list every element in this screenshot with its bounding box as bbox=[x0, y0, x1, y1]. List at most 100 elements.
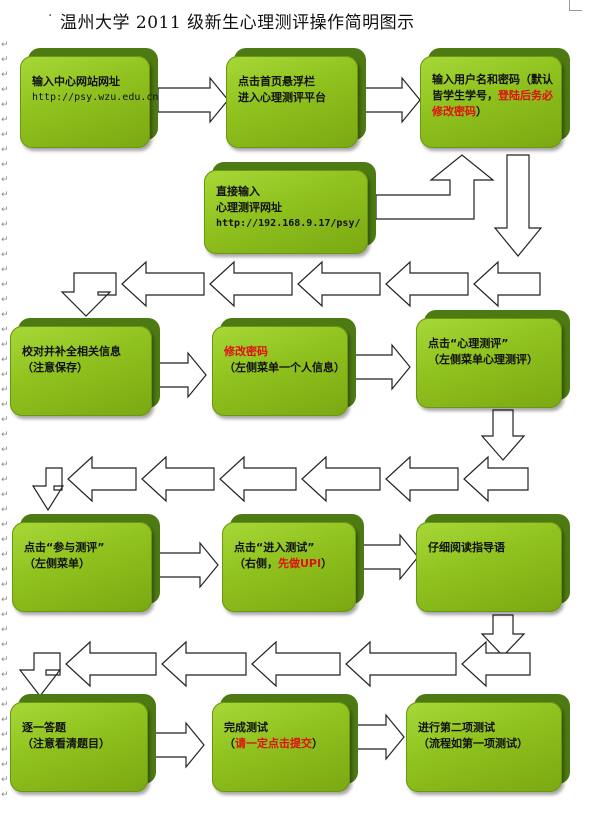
paragraph-mark-icon: ↵ bbox=[1, 565, 9, 575]
paragraph-mark-icon: ↵ bbox=[1, 475, 9, 485]
paragraph-mark-icon: ↵ bbox=[1, 115, 9, 125]
paragraph-mark-icon: ↵ bbox=[1, 100, 9, 110]
paragraph-mark-icon: ↵ bbox=[1, 385, 9, 395]
step-text: 心理测评网址 bbox=[216, 201, 282, 214]
arrow-left bbox=[67, 455, 137, 503]
arrow-right bbox=[363, 76, 421, 124]
arrow-left bbox=[219, 455, 297, 503]
paragraph-mark-icon: ↵ bbox=[1, 580, 9, 590]
paragraph-mark-icon: ↵ bbox=[1, 55, 9, 65]
step-text: 直接输入 bbox=[216, 185, 260, 198]
paragraph-mark-icon: ↵ bbox=[1, 775, 9, 785]
step-text: （注意看清题目） bbox=[22, 737, 110, 750]
paragraph-mark-icon: ↵ bbox=[1, 160, 9, 170]
arrow-right bbox=[351, 343, 411, 391]
step-box-read-guide: 仔细阅读指导语 bbox=[416, 514, 570, 612]
paragraph-mark-icon: ↵ bbox=[1, 445, 9, 455]
paragraph-mark-icon: ↵ bbox=[1, 175, 9, 185]
paragraph-mark-icon: ↵ bbox=[1, 715, 9, 725]
step-text: 点击首页悬浮栏 bbox=[238, 75, 315, 88]
step-text: （流程如第一项测试） bbox=[418, 737, 528, 750]
step-text: 点击“参与测评” bbox=[24, 541, 105, 554]
step-box-answer-questions: 逐一答题 （注意看清题目） bbox=[10, 694, 156, 792]
arrow-right bbox=[349, 713, 405, 761]
step-text: 点击“心理测评” bbox=[428, 337, 509, 350]
step-box-enter-test: 点击“进入测试” （右侧，先做UPI） bbox=[222, 514, 364, 612]
arrow-left bbox=[297, 260, 381, 308]
arrow-right bbox=[361, 533, 419, 581]
arrow-right bbox=[157, 351, 207, 399]
arrow-left bbox=[65, 640, 157, 688]
step-text: （注意保存） bbox=[22, 361, 88, 374]
step-text: 进入心理测评平台 bbox=[238, 91, 326, 104]
paragraph-mark-icon: ↵ bbox=[1, 400, 9, 410]
step-text: 输入中心网站网址 bbox=[32, 75, 120, 88]
paragraph-mark-icon: ↵ bbox=[1, 355, 9, 365]
step-warning: 修改密码 bbox=[224, 345, 268, 358]
arrow-down bbox=[480, 614, 526, 657]
paragraph-mark-icon: ↵ bbox=[1, 610, 9, 620]
step-text: （左侧菜单心理测评） bbox=[428, 353, 538, 366]
arrow-left bbox=[461, 640, 531, 688]
paragraph-mark-icon: ↵ bbox=[1, 295, 9, 305]
paragraph-mark-icon: ↵ bbox=[1, 340, 9, 350]
paragraph-mark-icon: ↵ bbox=[1, 595, 9, 605]
step-text: 进行第二项测试 bbox=[418, 721, 495, 734]
step-text: ） bbox=[321, 557, 333, 570]
step-warning: 请一定点击提交 bbox=[235, 737, 312, 750]
step-box-verify-info: 校对并补全相关信息 （注意保存） bbox=[10, 318, 160, 416]
step-box-direct-url: 直接输入 心理测评网址 http://192.168.9.17/psy/ bbox=[204, 162, 376, 254]
paragraph-mark-icon: ↵ bbox=[1, 220, 9, 230]
paragraph-mark-icon: ↵ bbox=[1, 205, 9, 215]
step-box-change-password: 修改密码 （左侧菜单一个人信息） bbox=[212, 318, 356, 416]
paragraph-mark-icon: ↵ bbox=[1, 670, 9, 680]
paragraph-mark-icon: ↵ bbox=[1, 685, 9, 695]
arrow-down bbox=[480, 409, 526, 461]
arrow-left bbox=[345, 640, 457, 688]
paragraph-mark-icon: ↵ bbox=[1, 505, 9, 515]
step-text: 校对并补全相关信息 bbox=[22, 345, 121, 358]
step-text: 点击“进入测试” bbox=[234, 541, 315, 554]
paragraph-mark-icon: ↵ bbox=[1, 760, 9, 770]
step-box-second-test: 进行第二项测试 （流程如第一项测试） bbox=[406, 694, 570, 792]
paragraph-mark-icon: ↵ bbox=[1, 550, 9, 560]
paragraph-mark-icon: ↵ bbox=[1, 70, 9, 80]
direct-url: http://192.168.9.17/psy/ bbox=[216, 218, 361, 229]
paragraph-mark-icon: ↵ bbox=[1, 640, 9, 650]
paragraph-mark-icon: ↵ bbox=[1, 325, 9, 335]
arrow-left bbox=[209, 260, 293, 308]
arrow-left bbox=[301, 455, 381, 503]
arrow-left-down bbox=[60, 272, 117, 317]
paragraph-mark-icon: ↵ bbox=[1, 745, 9, 755]
paragraph-mark-icon: ↵ bbox=[1, 145, 9, 155]
step-text: ） bbox=[312, 737, 323, 750]
paragraph-mark-icon: ↵ bbox=[1, 490, 9, 500]
step-text: （左侧菜单一个人信息） bbox=[224, 361, 345, 374]
arrow-left-down bbox=[31, 467, 65, 512]
step-text: 逐一答题 bbox=[22, 721, 66, 734]
page-corner-mark bbox=[569, 0, 582, 11]
step-text: 输入用户名和密码（默认皆学生学号， bbox=[432, 73, 553, 102]
arrow-left bbox=[121, 260, 205, 308]
paragraph-mark-icon: ↵ bbox=[1, 235, 9, 245]
arrow-left bbox=[463, 455, 529, 503]
paragraph-mark-icon: ↵ bbox=[1, 85, 9, 95]
step-box-join-test: 点击“参与测评” （左侧菜单） bbox=[12, 514, 160, 612]
arrow-left bbox=[251, 640, 341, 688]
step-box-finish-test: 完成测试 （请一定点击提交） bbox=[212, 694, 358, 792]
arrow-left bbox=[385, 260, 469, 308]
step-text: 仔细阅读指导语 bbox=[428, 541, 505, 554]
paragraph-mark-icon: ↵ bbox=[1, 430, 9, 440]
step-box-login: 输入用户名和密码（默认皆学生学号，登陆后务必修改密码） bbox=[420, 48, 570, 148]
paragraph-mark-icon: ↵ bbox=[1, 265, 9, 275]
site-url: http://psy.wzu.edu.cn bbox=[32, 92, 159, 103]
title-bullet: · bbox=[48, 8, 53, 24]
paragraph-mark-icon: ↵ bbox=[1, 190, 9, 200]
arrow-left bbox=[385, 455, 459, 503]
paragraph-mark-icon: ↵ bbox=[1, 790, 9, 800]
step-text: （右侧， bbox=[234, 557, 278, 570]
step-warning: 先做UPI bbox=[278, 557, 322, 570]
step-text: （左侧菜单） bbox=[24, 557, 90, 570]
paragraph-mark-icon: ↵ bbox=[1, 535, 9, 545]
